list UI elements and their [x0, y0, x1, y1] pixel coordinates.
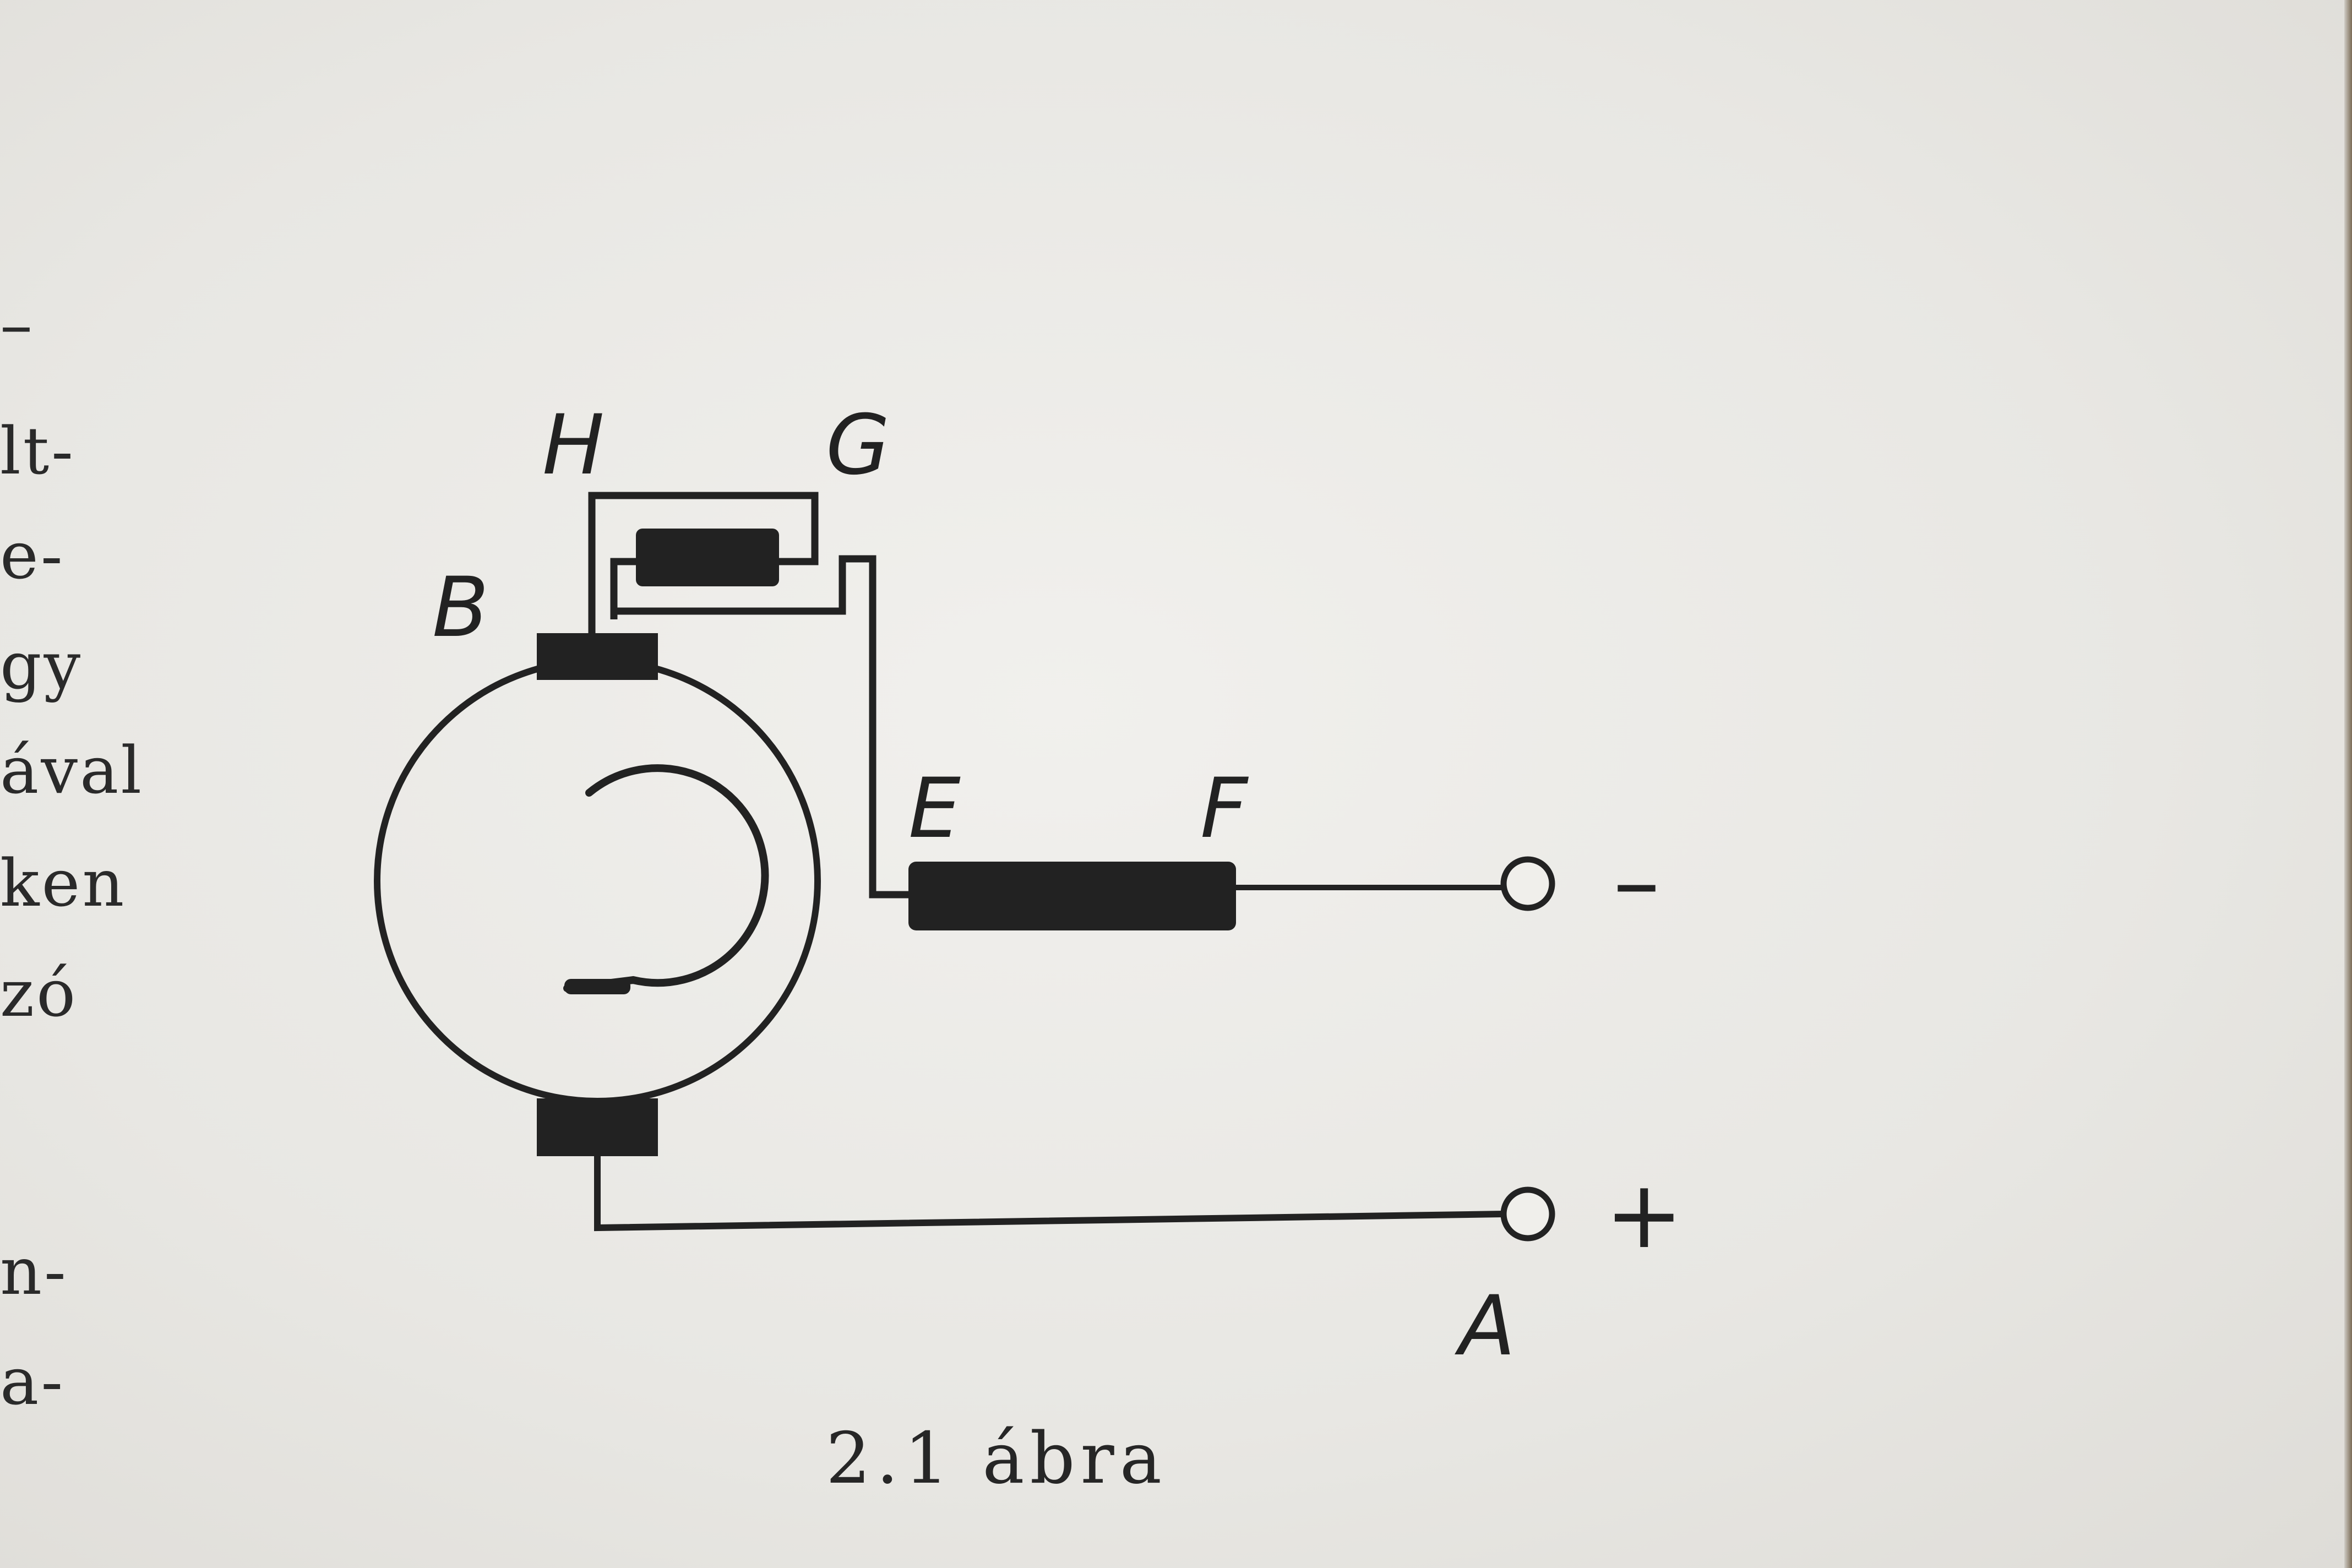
margin-line-2: lt- — [0, 413, 76, 489]
margin-line-3: e- — [0, 518, 65, 594]
top-brush — [537, 633, 658, 680]
armature-circle — [374, 657, 821, 1104]
wire-to-positive — [594, 1156, 1504, 1232]
negative-terminal[interactable] — [1500, 856, 1555, 911]
wire-g-to-e — [614, 555, 908, 899]
margin-line-8: n- — [0, 1233, 68, 1309]
margin-line-4: gy — [0, 628, 83, 704]
margin-text-fragments: – lt- e- gy ával ken zó n- a- — [0, 0, 198, 1568]
margin-line-7: zó — [0, 955, 78, 1031]
figure-caption: 2.1 ábra — [826, 1418, 1167, 1500]
margin-line-5: ával — [0, 732, 144, 808]
margin-line-6: ken — [0, 845, 127, 921]
rotation-arrow-head — [564, 979, 630, 994]
label-e: E — [908, 761, 961, 857]
label-a: A — [1455, 1278, 1516, 1374]
label-f: F — [1200, 761, 1249, 857]
label-h: H — [542, 398, 605, 493]
label-b: B — [432, 560, 489, 656]
minus-sign: – — [1613, 827, 1660, 937]
wire-h-loop — [588, 492, 819, 633]
margin-line-9: a- — [0, 1343, 66, 1419]
positive-terminal[interactable] — [1500, 1186, 1555, 1242]
plus-sign: + — [1605, 1161, 1683, 1270]
rotation-arrow — [563, 764, 769, 992]
bottom-brush — [537, 1098, 658, 1156]
page-edge — [2344, 0, 2352, 1568]
field-winding-e-f — [908, 862, 1236, 930]
margin-line-1: – — [0, 286, 35, 362]
label-g: G — [826, 398, 890, 493]
winding-h-g — [636, 529, 779, 586]
